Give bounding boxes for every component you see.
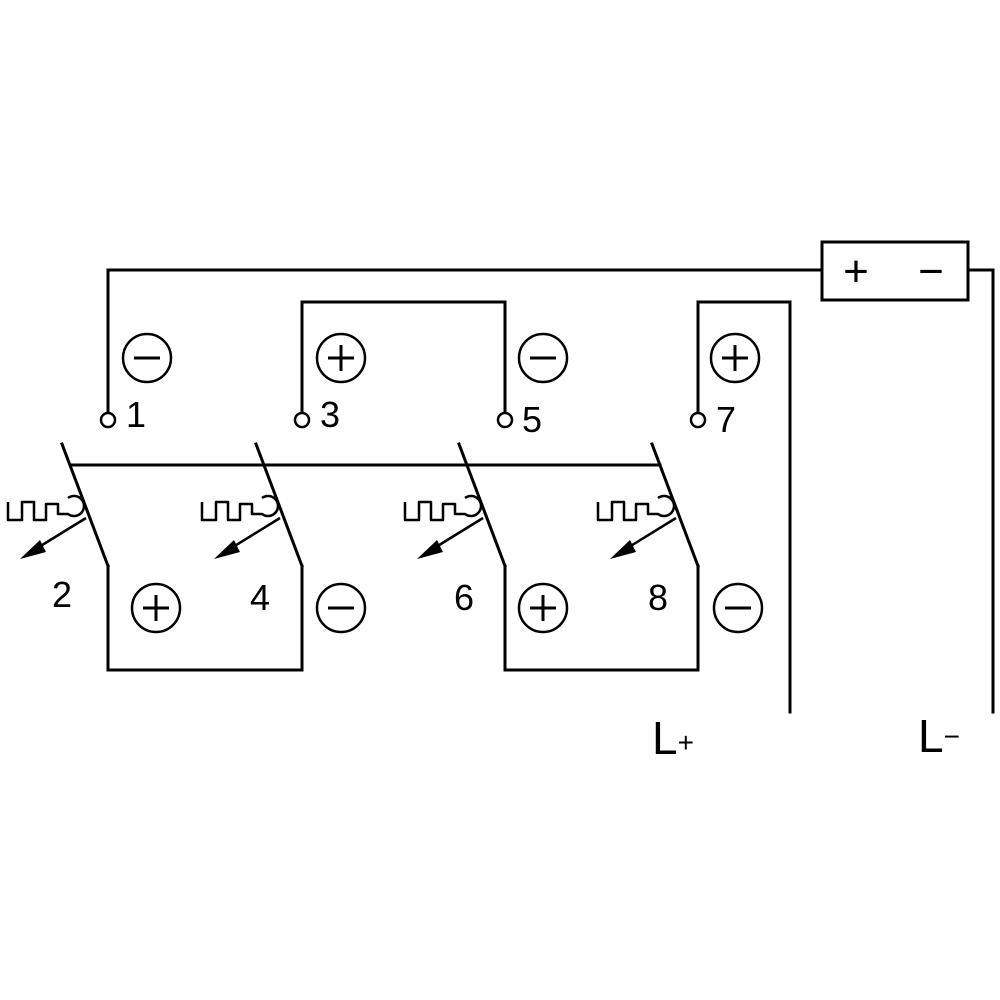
supply-positive-letter: L (652, 712, 678, 764)
terminal-4-label: 4 (250, 577, 270, 618)
terminal-5-contact (496, 411, 514, 429)
polarity-symbol-terminal-7 (709, 332, 761, 384)
terminal-6-label: 6 (454, 577, 474, 618)
terminal-7-contact (689, 411, 707, 429)
wire-terminal-7-to-l-plus (696, 300, 792, 714)
polarity-symbol-terminal-6 (517, 582, 569, 634)
supply-positive-sign: + (678, 727, 694, 758)
terminal-1-label: 1 (126, 394, 146, 435)
wire-terminal-6-to-8 (503, 564, 700, 672)
battery-plus-sign: + (843, 247, 869, 296)
polarity-symbol-terminal-4 (315, 582, 367, 634)
thermal-actuator-3 (403, 494, 484, 559)
wire-terminal-2-to-4 (106, 564, 304, 672)
polarity-symbol-terminal-5 (517, 332, 569, 384)
polarity-symbol-terminal-2 (130, 582, 182, 634)
supply-negative-label: L− (918, 710, 960, 762)
wire-jumper-3-5 (300, 300, 507, 414)
polarity-symbol-terminal-3 (315, 332, 367, 384)
terminal-7-label: 7 (716, 399, 736, 440)
terminal-3-label: 3 (320, 394, 340, 435)
terminal-5-label: 5 (522, 399, 542, 440)
terminal-3-contact (293, 411, 311, 429)
terminal-1-contact (99, 411, 117, 429)
supply-negative-sign: − (944, 721, 960, 752)
battery-box (820, 240, 970, 302)
terminal-2-label: 2 (52, 574, 72, 615)
battery-minus-sign: − (918, 247, 944, 296)
polarity-symbol-terminal-1 (121, 332, 173, 384)
terminal-8-label: 8 (648, 577, 668, 618)
wire-l-minus (966, 268, 995, 714)
supply-positive-label: L+ (652, 712, 694, 764)
supply-negative-letter: L (918, 710, 944, 762)
thermal-actuator-4 (596, 494, 677, 559)
thermal-actuator-1 (6, 494, 87, 559)
thermal-actuator-2 (200, 494, 281, 559)
wire-battery-to-terminal-1 (106, 268, 824, 414)
polarity-symbol-terminal-8 (712, 582, 764, 634)
